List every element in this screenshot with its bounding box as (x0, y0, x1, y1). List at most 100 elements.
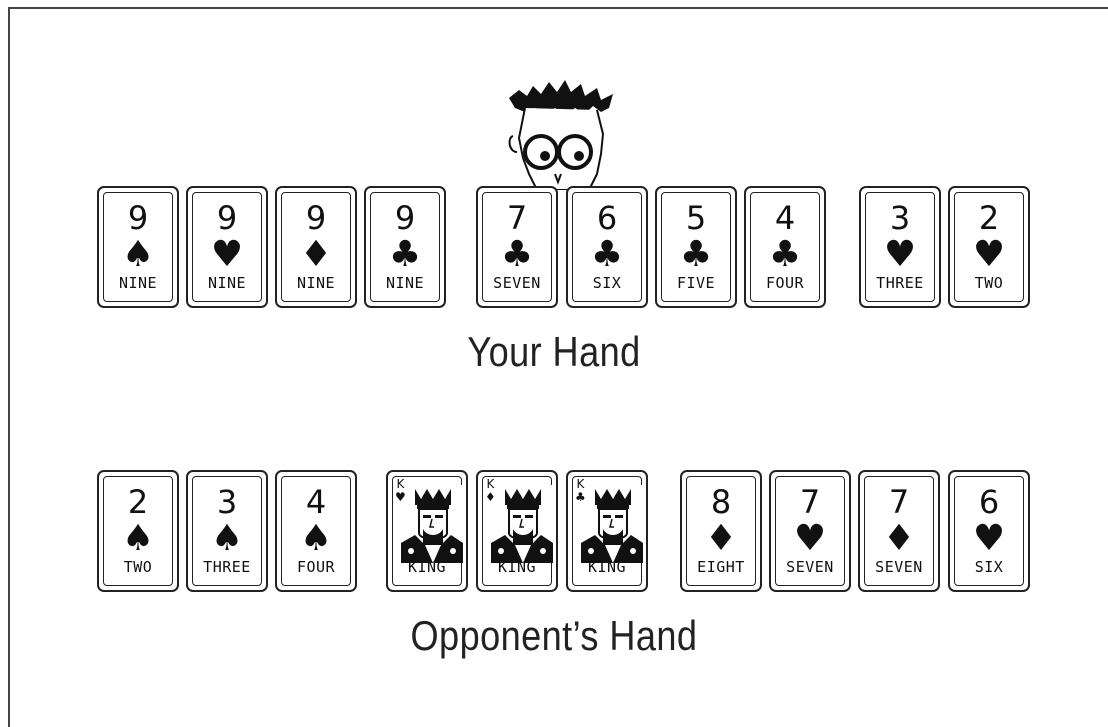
card-name: TWO (955, 274, 1023, 292)
heart-icon: ♥ (193, 237, 261, 273)
card-inner-border: 2♥TWO (954, 192, 1024, 302)
card-inner-border: 6♥SIX (954, 476, 1024, 586)
heart-icon: ♥ (776, 521, 844, 557)
card-inner-border: K♥ KING (392, 476, 462, 586)
card-name: NINE (282, 274, 350, 292)
playing-card[interactable]: 7♦SEVEN (858, 470, 940, 592)
card-inner-border: 4♠FOUR (281, 476, 351, 586)
playing-card[interactable]: K♥ KING (386, 470, 468, 592)
card-rank: 4 (282, 485, 350, 519)
club-icon: ♣ (662, 237, 730, 273)
heart-icon: ♥ (955, 237, 1023, 273)
spade-icon: ♠ (193, 521, 261, 557)
card-name: SEVEN (483, 274, 551, 292)
playing-card[interactable]: 9♠NINE (97, 186, 179, 308)
card-inner-border: 7♥SEVEN (775, 476, 845, 586)
king-face-icon (401, 485, 463, 563)
club-icon: ♣ (573, 237, 641, 273)
card-rank: 3 (866, 201, 934, 235)
card-rank: 3 (193, 485, 261, 519)
card-rank: 9 (371, 201, 439, 235)
king-face-icon (491, 485, 553, 563)
card-name: SIX (955, 558, 1023, 576)
card-name: TWO (104, 558, 172, 576)
card-inner-border: 9♥NINE (192, 192, 262, 302)
card-inner-border: 9♠NINE (103, 192, 173, 302)
card-rank: 9 (104, 201, 172, 235)
card-rank: 8 (687, 485, 755, 519)
spade-icon: ♠ (104, 521, 172, 557)
playing-card[interactable]: K♦KING (476, 470, 558, 592)
card-name: KING (573, 558, 641, 576)
card-inner-border: 3♥THREE (865, 192, 935, 302)
corner-heart-icon: ♥ (395, 491, 406, 504)
card-name: FOUR (282, 558, 350, 576)
card-inner-border: 4♣FOUR (750, 192, 820, 302)
corner-club-icon: ♣ (575, 491, 586, 504)
playing-card[interactable]: 9♥NINE (186, 186, 268, 308)
card-name: THREE (193, 558, 261, 576)
card-inner-border: 8♦EIGHT (686, 476, 756, 586)
card-inner-border: 9♣NINE (370, 192, 440, 302)
club-icon: ♣ (483, 237, 551, 273)
playing-card[interactable]: 5♣FIVE (655, 186, 737, 308)
playing-card[interactable]: 2♥TWO (948, 186, 1030, 308)
club-icon: ♣ (751, 237, 819, 273)
peeking-character-icon (505, 78, 617, 190)
card-rank: 9 (282, 201, 350, 235)
card-name: SIX (573, 274, 641, 292)
playing-card[interactable]: 7♣SEVEN (476, 186, 558, 308)
playing-card[interactable]: 9♣NINE (364, 186, 446, 308)
card-name: EIGHT (687, 558, 755, 576)
playing-card[interactable]: 6♥SIX (948, 470, 1030, 592)
card-inner-border: 7♣SEVEN (482, 192, 552, 302)
card-rank: 7 (865, 485, 933, 519)
corner-diamond-icon: ♦ (485, 491, 496, 504)
card-inner-border: 9♦NINE (281, 192, 351, 302)
playing-card[interactable]: 3♠THREE (186, 470, 268, 592)
card-rank: 9 (193, 201, 261, 235)
card-name: FOUR (751, 274, 819, 292)
playing-card[interactable]: 3♥THREE (859, 186, 941, 308)
heart-icon: ♥ (955, 521, 1023, 557)
card-rank: 7 (483, 201, 551, 235)
card-name: FIVE (662, 274, 730, 292)
card-name: NINE (104, 274, 172, 292)
playing-card[interactable]: 2♠TWO (97, 470, 179, 592)
card-name: THREE (866, 274, 934, 292)
playing-card[interactable]: 7♥SEVEN (769, 470, 851, 592)
card-name: NINE (371, 274, 439, 292)
spade-icon: ♠ (282, 521, 350, 557)
card-rank: 7 (776, 485, 844, 519)
diamond-icon: ♦ (282, 237, 350, 273)
card-inner-border: K♣ KING (572, 476, 642, 586)
card-inner-border: 7♦SEVEN (864, 476, 934, 586)
playing-card[interactable]: 8♦EIGHT (680, 470, 762, 592)
card-corner-index: K♣ (575, 478, 586, 504)
playing-card[interactable]: K♣ KING (566, 470, 648, 592)
card-rank: 2 (955, 201, 1023, 235)
your-hand-label: Your Hand (78, 328, 1031, 376)
card-name: SEVEN (776, 558, 844, 576)
card-name: KING (393, 558, 461, 576)
card-inner-border: 5♣FIVE (661, 192, 731, 302)
card-inner-border: 6♣SIX (572, 192, 642, 302)
diamond-icon: ♦ (687, 521, 755, 557)
card-rank: 5 (662, 201, 730, 235)
card-rank: 6 (955, 485, 1023, 519)
playing-card[interactable]: 6♣SIX (566, 186, 648, 308)
club-icon: ♣ (371, 237, 439, 273)
card-inner-border: 2♠TWO (103, 476, 173, 586)
card-name: NINE (193, 274, 261, 292)
card-corner-index: K♥ (395, 478, 406, 504)
playing-card[interactable]: 4♠FOUR (275, 470, 357, 592)
card-name: SEVEN (865, 558, 933, 576)
heart-icon: ♥ (866, 237, 934, 273)
card-rank: 6 (573, 201, 641, 235)
card-corner-index: K♦ (485, 478, 496, 504)
card-rank: 2 (104, 485, 172, 519)
playing-card[interactable]: 9♦NINE (275, 186, 357, 308)
king-face-icon (581, 485, 643, 563)
playing-card[interactable]: 4♣FOUR (744, 186, 826, 308)
opponent-hand-label: Opponent’s Hand (78, 612, 1031, 660)
